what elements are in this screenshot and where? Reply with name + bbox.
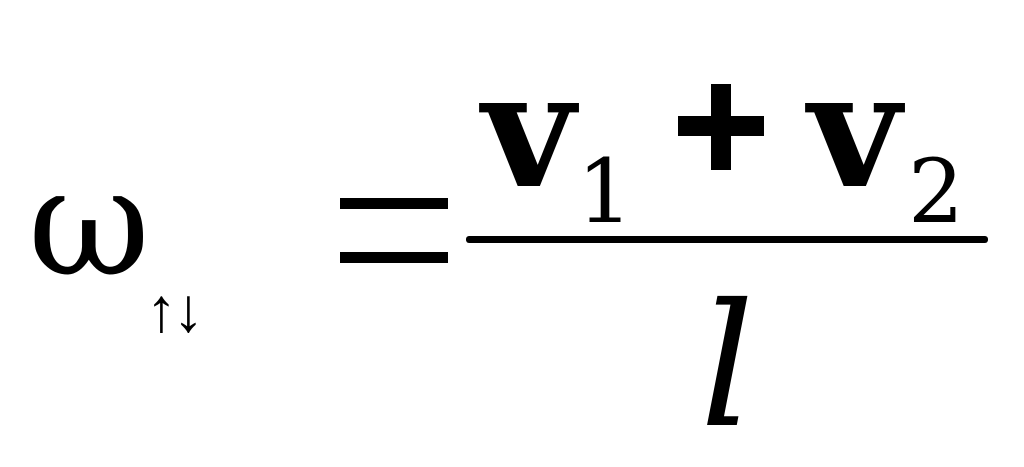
numerator-term-2: v [808,36,901,224]
plus-vertical-stroke [711,84,731,170]
numerator-term-2-subscript: 2 [908,140,964,243]
fraction-bar [466,236,988,243]
omega-subscript-arrows: ↑↓ [146,276,204,345]
equals-bar-bottom [340,252,448,263]
omega-symbol: ω [28,136,151,310]
equals-bar-top [340,198,448,209]
plus-operator [678,84,764,170]
numerator-term-1-subscript: 1 [577,140,633,243]
equals-sign [340,198,448,264]
numerator-term-1: v [482,36,575,224]
denominator: l [700,268,755,466]
